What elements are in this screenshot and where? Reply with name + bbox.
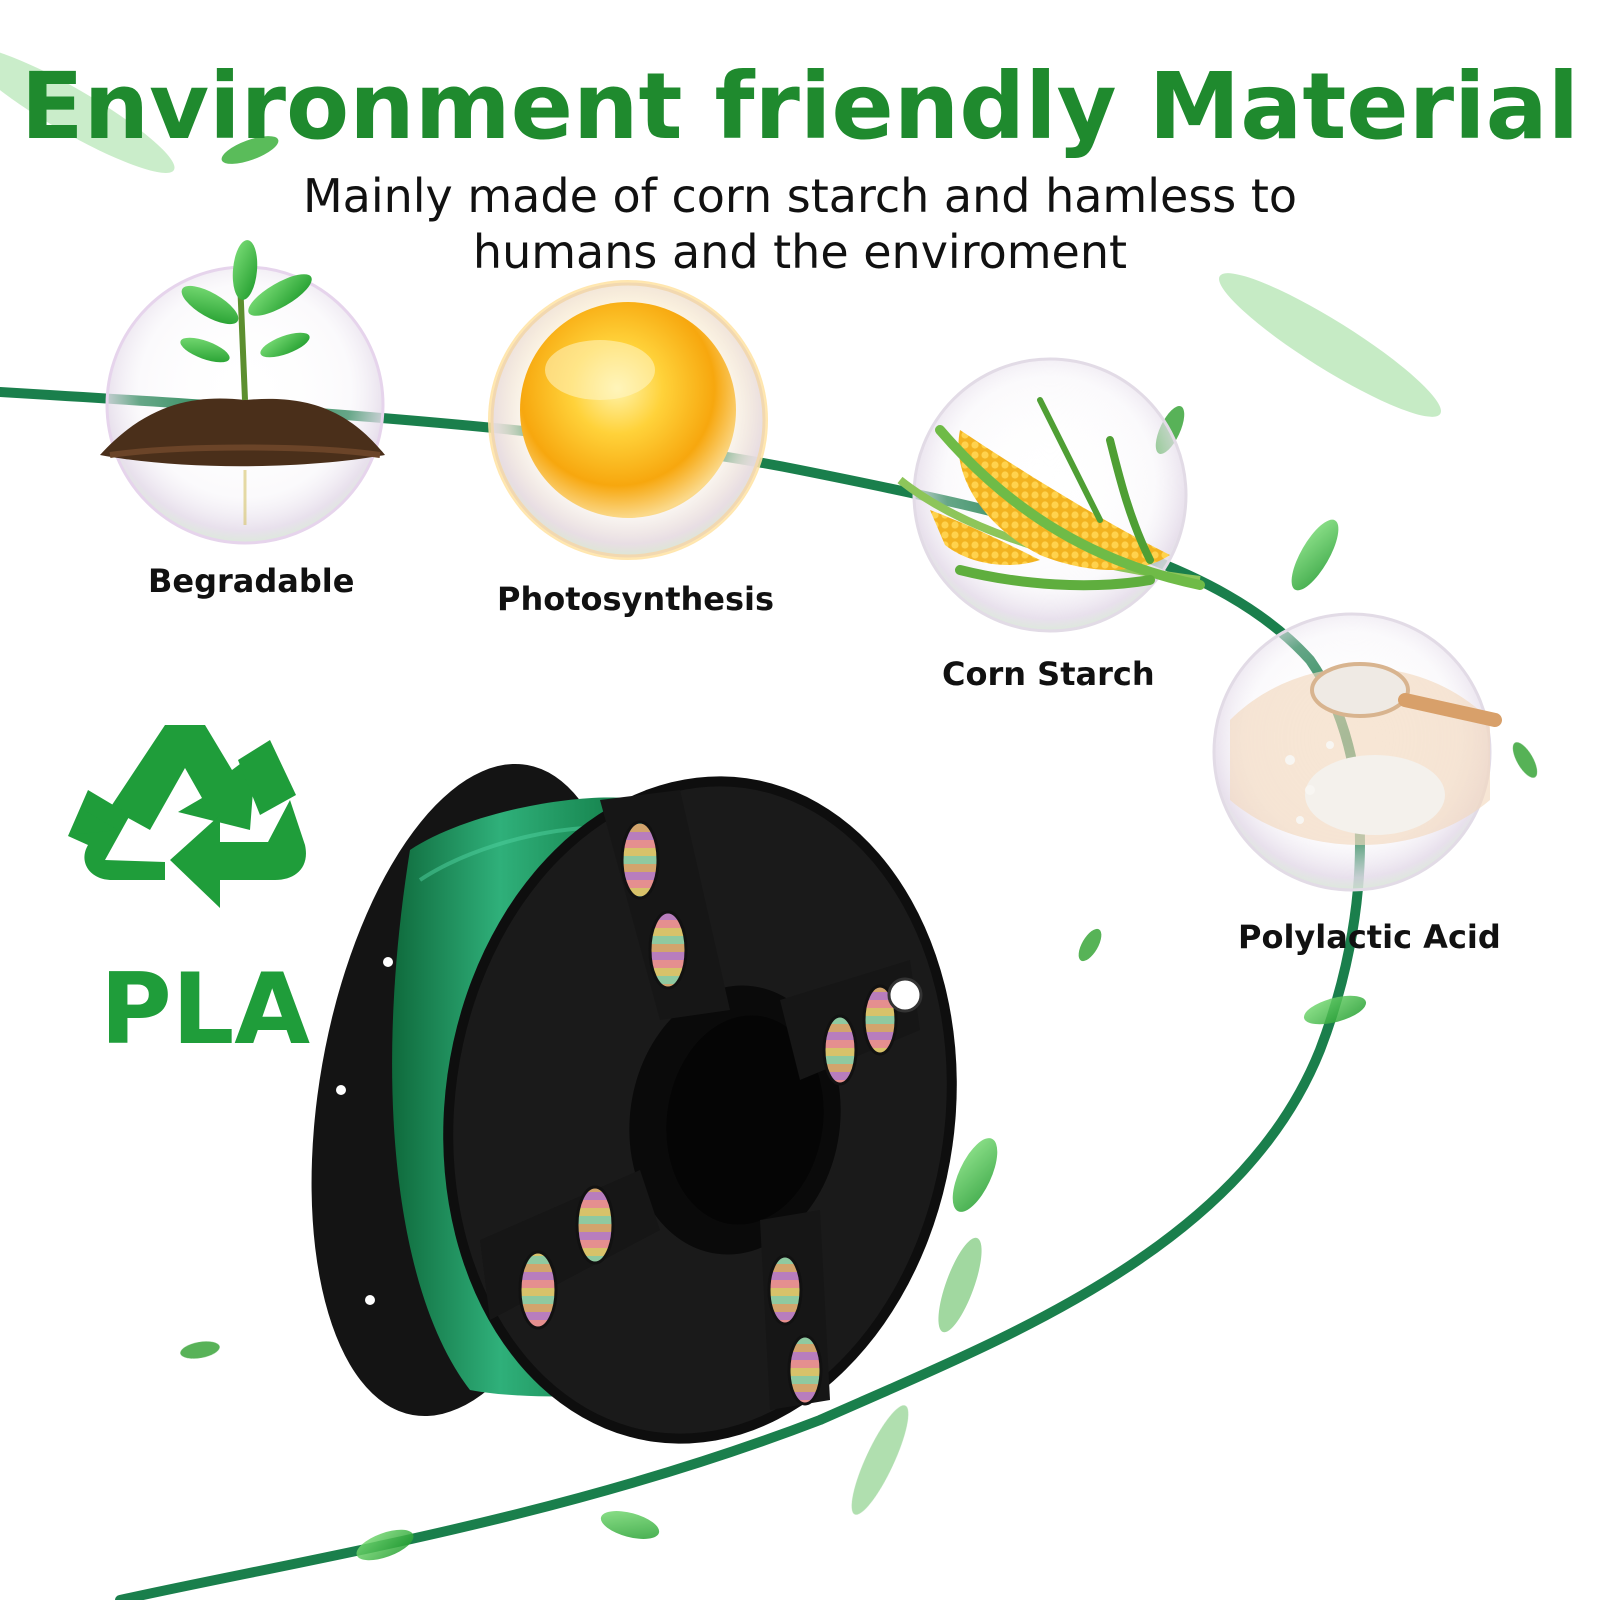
feature-label-corn-starch: Corn Starch <box>942 655 1155 693</box>
pla-badge-label: PLA <box>100 953 311 1067</box>
recycle-icon <box>68 725 306 908</box>
filament-spool <box>311 763 957 1455</box>
subtitle-line-1: Mainly made of corn starch and hamless t… <box>302 169 1298 223</box>
feature-label-polylactic-acid: Polylactic Acid <box>1238 918 1501 956</box>
page-title: Environment friendly Material <box>20 53 1580 160</box>
feature-label-begradable: Begradable <box>148 562 355 600</box>
sprout-in-soil-icon <box>100 240 385 545</box>
corn-cob-icon <box>897 357 1205 633</box>
page-subtitle: Mainly made of corn starch and hamless t… <box>200 168 1400 280</box>
pla-granules-icon <box>1212 612 1502 892</box>
subtitle-line-2: humans and the enviroment <box>472 225 1128 279</box>
feature-label-photosynthesis: Photosynthesis <box>497 580 775 618</box>
sun-icon <box>488 280 768 560</box>
